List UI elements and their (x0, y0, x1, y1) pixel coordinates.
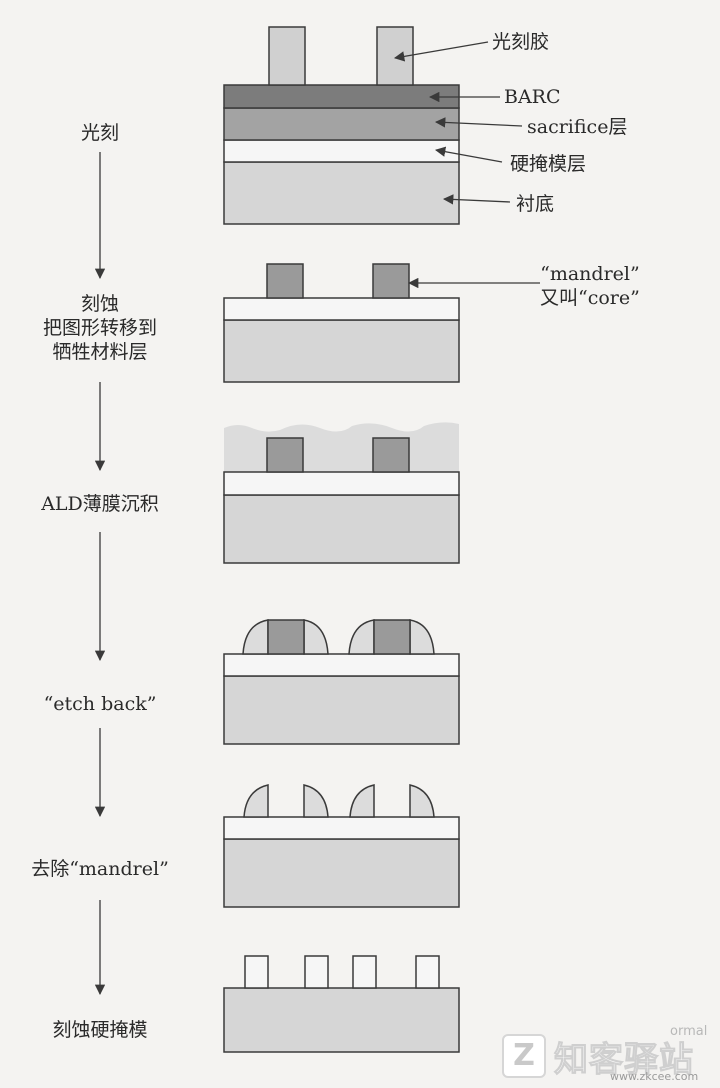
hardmask-line-2 (304, 955, 329, 989)
callout-hardmask: 硬掩模层 (510, 153, 587, 175)
substrate-layer (223, 319, 460, 383)
step-label-line: 牺牲材料层 (52, 341, 148, 363)
step-label-ald: ALD薄膜沉积 (41, 493, 159, 515)
stack-remove (223, 784, 460, 908)
stack-etchback (223, 619, 460, 745)
step-label-etch-back: “etch back” (43, 693, 157, 715)
stack-photo (223, 26, 460, 225)
mandrel-left (267, 619, 305, 655)
mandrel-right (373, 619, 411, 655)
spacer-right-1 (303, 619, 329, 655)
callout-mandrel-line: 又叫“core” (540, 287, 640, 309)
hardmask-layer (223, 297, 460, 321)
callout-photoresist: 光刻胶 (492, 31, 550, 53)
photoresist-left (268, 26, 306, 86)
watermark-name: 知客驿站 (554, 1040, 694, 1081)
step-label-line: 刻蚀 (80, 293, 119, 315)
mandrel-right (372, 437, 410, 473)
watermark-url: www.zkcee.com (610, 1070, 699, 1083)
callout-barc: BARC (504, 86, 561, 108)
arrow-substrate (442, 194, 511, 205)
step-label-line: 把图形转移到 (42, 317, 157, 339)
stack-mandrel (223, 263, 460, 383)
step-label-remove-mandrel: 去除“mandrel” (31, 858, 169, 880)
hardmask-layer (223, 471, 460, 496)
hardmask-line-1 (244, 955, 269, 989)
spacer-4 (409, 784, 435, 818)
substrate-layer (223, 675, 460, 745)
callout-substrate: 衬底 (516, 193, 555, 215)
watermark-tag: ormal (670, 1024, 708, 1039)
hardmask-line-4 (415, 955, 440, 989)
substrate-layer (223, 161, 460, 225)
sacrifice-layer (223, 107, 460, 141)
mandrel-left (266, 263, 304, 299)
stack-final (223, 955, 460, 1053)
callout-mandrel-line: “mandrel” (540, 263, 640, 285)
watermark: Z 知客驿站 www.zkcee.com (502, 1032, 712, 1083)
stack-ald (223, 422, 460, 564)
callout-mandrel: “mandrel” 又叫“core” (540, 262, 640, 310)
substrate-layer (223, 987, 460, 1053)
spacer-2 (303, 784, 329, 818)
mandrel-right (372, 263, 410, 299)
watermark-logo-icon (502, 1034, 546, 1078)
spacer-left-1 (242, 619, 269, 655)
spacer-3 (349, 784, 375, 818)
mandrel-left (266, 437, 304, 473)
substrate-layer (223, 494, 460, 564)
arrow-sacrifice (434, 117, 523, 128)
arrow-photoresist (393, 41, 489, 62)
hardmask-line-3 (352, 955, 377, 989)
watermark-logo-letter: Z (513, 1038, 535, 1073)
barc-layer (223, 84, 460, 109)
spacer-1 (243, 784, 269, 818)
step-label-photolithography: 光刻 (80, 122, 119, 144)
ald-film (224, 422, 459, 472)
hardmask-layer (223, 139, 460, 163)
spacer-left-2 (348, 619, 375, 655)
hardmask-layer (223, 653, 460, 677)
spacer-right-2 (409, 619, 435, 655)
substrate-layer (223, 838, 460, 908)
hardmask-layer (223, 816, 460, 840)
step-label-etch-hardmask: 刻蚀硬掩模 (52, 1019, 148, 1041)
callout-sacrifice: sacrifice层 (527, 116, 628, 138)
arrow-hardmask (434, 146, 503, 163)
step-label-etch-transfer: 刻蚀 把图形转移到 牺牲材料层 (20, 292, 180, 364)
